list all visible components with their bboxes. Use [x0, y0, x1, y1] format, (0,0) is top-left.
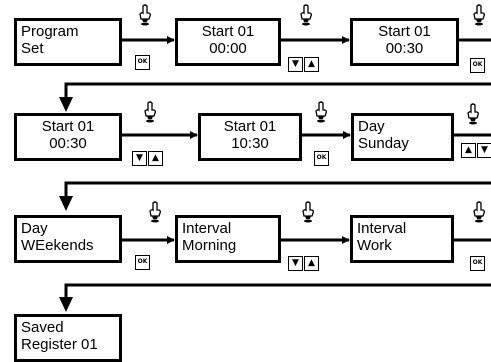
- up-key: ▲: [304, 57, 319, 72]
- lcd-screen-start-0030: Start 01 00:30: [350, 18, 459, 66]
- ok-key: OK: [135, 55, 150, 70]
- return-line-row2-to-row3: [64, 181, 491, 199]
- lcd-line-2: Register 01: [21, 336, 98, 353]
- lcd-line-1: Day: [358, 118, 385, 135]
- lcd-line-1: Start 01: [378, 23, 431, 40]
- return-arrowhead-row4: [59, 297, 73, 312]
- lcd-screen-start-0030-confirm: Start 01 00:30: [14, 113, 122, 161]
- lcd-screen-interval-morning: Interval Morning: [175, 215, 281, 263]
- lcd-line-1: Interval: [182, 220, 232, 237]
- lcd-screen-program-set: Program Set: [14, 18, 122, 66]
- ok-key: OK: [470, 256, 485, 271]
- up-key: ▲: [148, 151, 163, 166]
- hand-pointer-icon: [467, 103, 479, 125]
- lcd-line-2: Morning: [182, 237, 237, 254]
- lcd-line-1: Day: [21, 220, 48, 237]
- return-arrowhead-row3: [59, 196, 73, 211]
- lcd-screen-start-0000: Start 01 00:00: [175, 18, 281, 66]
- ok-key: OK: [135, 255, 150, 270]
- hand-pointer-icon: [315, 101, 327, 123]
- ok-key: OK: [470, 58, 485, 73]
- lcd-line-2: Work: [357, 237, 392, 254]
- lcd-line-1: Start 01: [223, 118, 277, 135]
- down-key: ▼: [288, 57, 303, 72]
- lcd-line-1: Start 01: [41, 118, 95, 135]
- lcd-line-2: 00:30: [49, 135, 87, 152]
- lcd-line-1: Program: [21, 23, 79, 40]
- hand-pointer-icon: [300, 4, 312, 26]
- lcd-line-1: Saved: [21, 319, 64, 336]
- hand-pointer-icon: [473, 4, 485, 26]
- down-key: ▼: [288, 256, 303, 271]
- return-line-row3-to-row4: [64, 283, 491, 300]
- hand-pointer-icon: [302, 201, 314, 223]
- lcd-line-2: WEekends: [21, 237, 94, 254]
- return-arrowhead-row2: [59, 97, 73, 112]
- hand-pointer-icon: [139, 4, 151, 26]
- lcd-line-1: Start 01: [201, 23, 255, 40]
- lcd-line-2: 00:00: [209, 40, 247, 57]
- hand-pointer-icon: [473, 201, 485, 223]
- lcd-screen-start-1030: Start 01 10:30: [198, 113, 302, 161]
- lcd-line-2: Sunday: [358, 135, 409, 152]
- hand-pointer-icon: [149, 201, 161, 223]
- down-key: ▼: [477, 143, 491, 158]
- lcd-line-2: 00:30: [385, 40, 424, 57]
- lcd-line-2: 10:30: [231, 135, 269, 152]
- lcd-screen-interval-work: Interval Work: [350, 215, 454, 263]
- lcd-line-2: Set: [21, 40, 44, 57]
- lcd-screen-day-sunday: Day Sunday: [351, 113, 454, 161]
- up-key: ▲: [304, 256, 319, 271]
- return-line-row1-to-row2: [64, 82, 491, 100]
- lcd-screen-saved-register: Saved Register 01: [14, 314, 122, 362]
- up-key: ▲: [461, 143, 476, 158]
- ok-key: OK: [314, 151, 329, 166]
- lcd-screen-day-weekends: Day WEekends: [14, 215, 122, 263]
- lcd-line-1: Interval: [357, 220, 407, 237]
- down-key: ▼: [132, 151, 147, 166]
- hand-pointer-icon: [144, 101, 156, 123]
